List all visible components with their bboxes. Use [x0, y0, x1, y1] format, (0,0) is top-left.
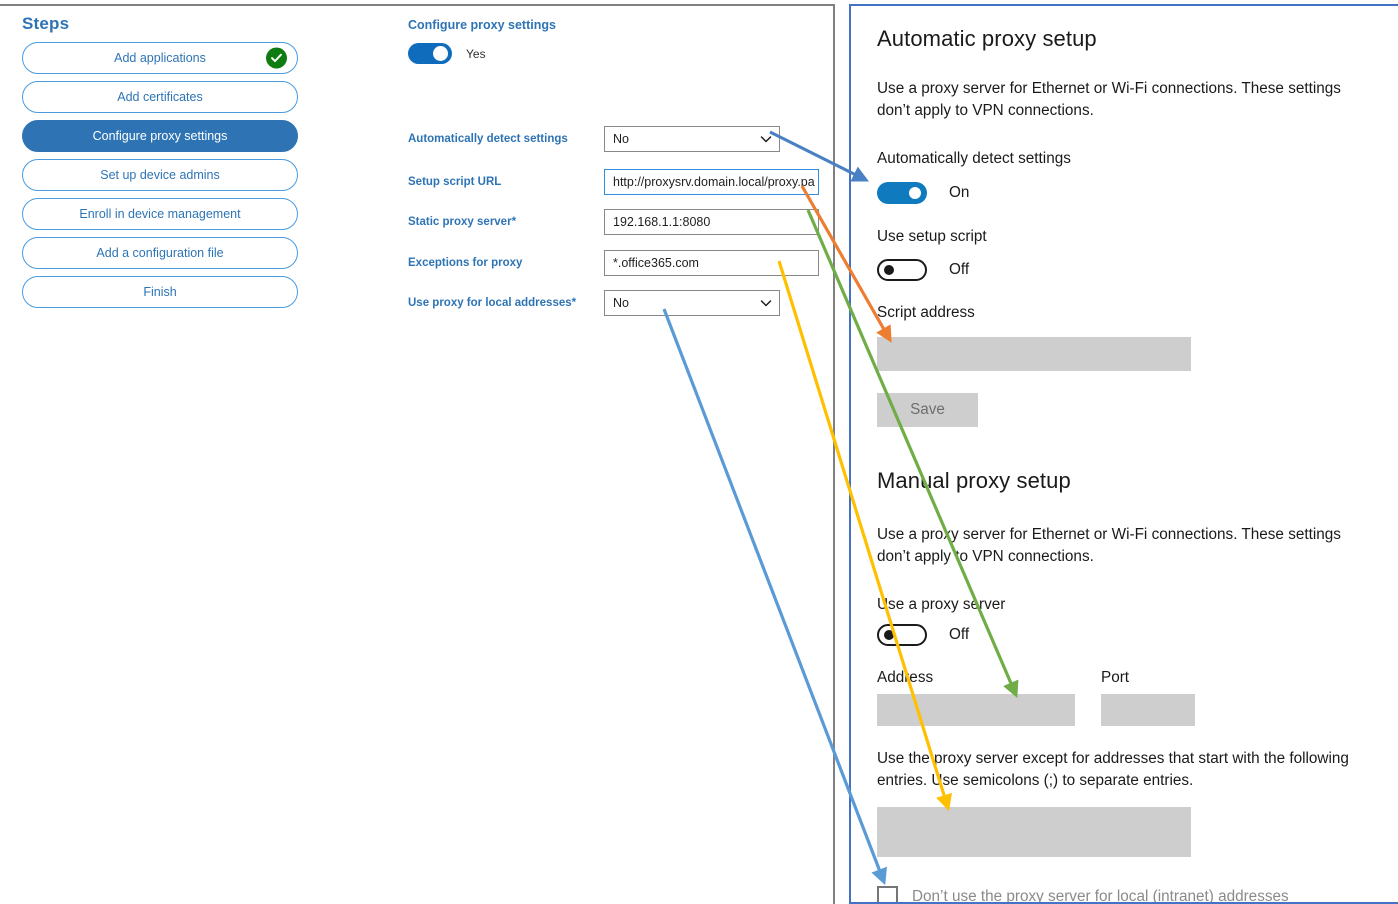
select-value: No: [613, 296, 629, 310]
windows-proxy-settings-card: Automatic proxy setup Use a proxy server…: [849, 4, 1398, 904]
field-row-automatically-detect-settings: Automatically detect settings No: [408, 126, 828, 152]
proxy-exceptions-input[interactable]: [877, 807, 1191, 857]
script-address-label: Script address: [877, 304, 975, 321]
use-proxy-for-local-addresses-select[interactable]: No: [604, 290, 780, 316]
configure-proxy-toggle-row[interactable]: Yes: [408, 43, 828, 64]
use-a-proxy-server-toggle[interactable]: [877, 624, 927, 646]
configure-proxy-toggle[interactable]: [408, 43, 452, 64]
configure-proxy-toggle-label: Yes: [466, 46, 486, 61]
field-label: Exceptions for proxy: [408, 257, 523, 269]
field-row-static-proxy-server: Static proxy server* 192.168.1.1:8080: [408, 209, 828, 235]
steps-panel: Steps Add applications Add certificates …: [0, 8, 320, 315]
chevron-down-icon: [760, 297, 772, 309]
input-value: 192.168.1.1:8080: [613, 215, 711, 229]
step-item-add-certificates[interactable]: Add certificates: [22, 81, 298, 113]
proxy-form-panel: Configure proxy settings Yes: [408, 18, 828, 64]
toggle-state-label: Off: [949, 261, 970, 278]
step-item-enroll-in-device-management[interactable]: Enroll in device management: [22, 198, 298, 230]
script-address-input[interactable]: [877, 337, 1191, 371]
step-label: Set up device admins: [100, 168, 220, 182]
address-input[interactable]: [877, 694, 1075, 726]
toggle-state-label: Off: [949, 626, 970, 643]
field-row-setup-script-url: Setup script URL http://proxysrv.domain.…: [408, 169, 828, 195]
step-label: Add a configuration file: [96, 246, 224, 260]
select-value: No: [613, 132, 629, 146]
step-label: Add applications: [114, 51, 206, 65]
step-label: Finish: [143, 285, 177, 299]
static-proxy-server-input[interactable]: 192.168.1.1:8080: [604, 209, 819, 235]
toggle-state-label: On: [949, 184, 970, 201]
steps-title: Steps: [22, 14, 70, 33]
manual-proxy-description: Use a proxy server for Ethernet or Wi-Fi…: [877, 526, 1341, 565]
automatically-detect-settings-select[interactable]: No: [604, 126, 780, 152]
top-divider: [0, 4, 834, 6]
step-item-configure-proxy-settings[interactable]: Configure proxy settings: [22, 120, 298, 152]
field-row-use-proxy-for-local-addresses: Use proxy for local addresses* No: [408, 290, 828, 316]
field-row-exceptions-for-proxy: Exceptions for proxy *.office365.com: [408, 250, 828, 276]
bypass-local-addresses-label: Don’t use the proxy server for local (in…: [912, 887, 1289, 904]
step-item-add-a-configuration-file[interactable]: Add a configuration file: [22, 237, 298, 269]
save-button[interactable]: Save: [877, 393, 978, 427]
vertical-divider: [833, 4, 835, 904]
use-a-proxy-server-toggle-row[interactable]: Off: [877, 624, 969, 646]
step-label: Configure proxy settings: [92, 129, 228, 143]
step-item-set-up-device-admins[interactable]: Set up device admins: [22, 159, 298, 191]
use-setup-script-label: Use setup script: [877, 228, 987, 245]
required-asterisk: *: [571, 297, 577, 309]
check-circle-icon: [266, 47, 287, 69]
checkbox-icon[interactable]: [877, 886, 898, 902]
use-a-proxy-server-label: Use a proxy server: [877, 596, 1006, 613]
step-label: Enroll in device management: [79, 207, 241, 221]
exceptions-for-proxy-input[interactable]: *.office365.com: [604, 250, 819, 276]
automatically-detect-settings-label: Automatically detect settings: [877, 150, 1071, 167]
port-label: Port: [1101, 669, 1130, 686]
input-value: http://proxysrv.domain.local/proxy.pa: [613, 175, 815, 189]
form-heading: Configure proxy settings: [408, 18, 556, 32]
field-label: Setup script URL: [408, 176, 502, 188]
input-value: *.office365.com: [613, 256, 699, 270]
chevron-down-icon: [760, 133, 772, 145]
required-asterisk: *: [511, 216, 517, 228]
step-item-add-applications[interactable]: Add applications: [22, 42, 298, 74]
setup-script-url-input[interactable]: http://proxysrv.domain.local/proxy.pa: [604, 169, 819, 195]
manual-proxy-setup-heading: Manual proxy setup: [877, 468, 1071, 493]
port-input[interactable]: [1101, 694, 1195, 726]
automatically-detect-settings-toggle[interactable]: [877, 182, 927, 204]
step-item-finish[interactable]: Finish: [22, 276, 298, 308]
use-setup-script-toggle[interactable]: [877, 259, 927, 281]
address-label: Address: [877, 669, 934, 686]
automatic-proxy-description: Use a proxy server for Ethernet or Wi-Fi…: [877, 80, 1341, 119]
proxy-exceptions-description: Use the proxy server except for addresse…: [877, 750, 1349, 789]
bypass-local-addresses-row[interactable]: Don’t use the proxy server for local (in…: [877, 886, 1289, 904]
automatically-detect-settings-toggle-row[interactable]: On: [877, 182, 969, 204]
step-label: Add certificates: [117, 90, 203, 104]
field-label: Automatically detect settings: [408, 133, 568, 145]
field-label: Use proxy for local addresses*: [408, 297, 577, 309]
field-label: Static proxy server*: [408, 216, 517, 228]
automatic-proxy-setup-heading: Automatic proxy setup: [877, 26, 1097, 51]
use-setup-script-toggle-row[interactable]: Off: [877, 259, 969, 281]
